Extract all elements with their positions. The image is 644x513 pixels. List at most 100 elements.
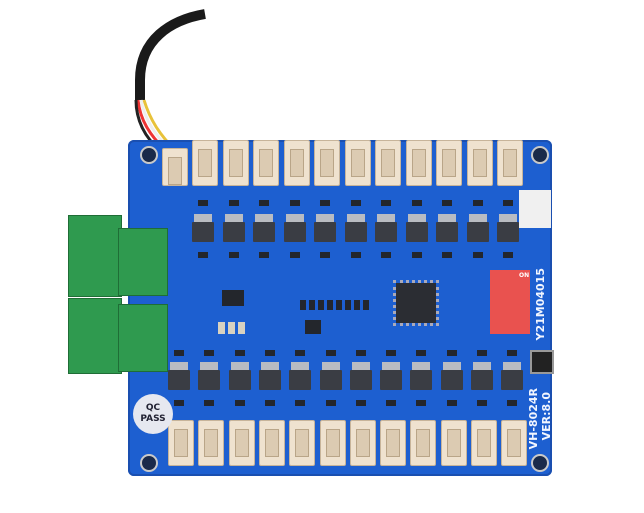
inductor: [305, 320, 321, 334]
qc-pass-sticker: QC PASS: [133, 394, 173, 434]
mosfet: [258, 370, 281, 390]
mosfet: [375, 222, 397, 242]
smd-component: [234, 350, 245, 356]
smd-component: [472, 252, 483, 258]
mosfet: [253, 222, 275, 242]
top-connector: [162, 148, 188, 186]
resistor: [354, 300, 360, 310]
bottom-connector: [410, 420, 437, 466]
mosfet-tab: [170, 362, 188, 370]
mosfet-tab: [438, 214, 456, 222]
mosfet-tab: [316, 214, 334, 222]
bottom-connector: [228, 420, 255, 466]
smd-component: [442, 252, 452, 258]
smd-component: [477, 400, 487, 406]
push-button[interactable]: [530, 350, 554, 374]
top-connector: [436, 140, 462, 186]
qr-label: [519, 190, 551, 228]
smd-component: [289, 252, 300, 258]
mosfet: [319, 370, 342, 390]
smd-component: [477, 350, 487, 356]
smd-component: [507, 400, 518, 406]
ic: [222, 290, 244, 306]
mosfet-tab: [407, 214, 426, 222]
model-label: VH-8024R: [527, 388, 540, 450]
mount-hole: [531, 454, 549, 472]
top-connector: [314, 140, 340, 186]
top-connector: [283, 140, 310, 186]
mosfet: [349, 370, 372, 390]
bottom-connector: [168, 420, 194, 466]
mosfet-tab: [382, 362, 401, 370]
mosfet-tab: [260, 362, 279, 370]
mosfet: [405, 222, 428, 242]
mosfet: [198, 370, 221, 390]
mosfet-tab: [346, 214, 365, 222]
mosfet-tab: [499, 214, 517, 222]
smd-component: [507, 350, 518, 356]
bottom-connector: [349, 420, 376, 466]
mosfet: [501, 370, 524, 390]
smd-component: [503, 200, 513, 206]
dip-switch[interactable]: [490, 270, 530, 334]
smd-component: [289, 200, 300, 206]
mount-hole: [140, 454, 158, 472]
smd-component: [174, 350, 184, 356]
terminal-block-top: [68, 215, 122, 297]
resistor: [336, 300, 342, 310]
smd-component: [259, 252, 269, 258]
resistor: [309, 300, 315, 310]
smd-component: [320, 252, 330, 258]
terminal-block-bottom: [68, 298, 122, 374]
mosfet: [380, 370, 403, 390]
smd-component: [228, 200, 239, 206]
bottom-connector: [440, 420, 467, 466]
mosfet: [228, 370, 251, 390]
smd-component: [446, 400, 457, 406]
terminal-housing-top: [118, 228, 168, 296]
resistor: [318, 300, 324, 310]
smd-component: [264, 350, 275, 356]
resistor: [345, 300, 351, 310]
mount-hole: [531, 146, 549, 164]
mount-hole: [140, 146, 158, 164]
smd-component: [381, 252, 391, 258]
terminal-housing-bottom: [118, 304, 168, 372]
mosfet: [436, 222, 458, 242]
mosfet-tab: [255, 214, 273, 222]
mosfet: [344, 222, 367, 242]
mosfet-tab: [224, 214, 243, 222]
serial-label: Y21M04015: [534, 268, 547, 341]
mosfet: [497, 222, 519, 242]
version-label: VER:8.0: [540, 392, 553, 441]
bottom-connector: [258, 420, 285, 466]
resistor: [327, 300, 333, 310]
mosfet: [289, 370, 312, 390]
mosfet-tab: [412, 362, 431, 370]
smd-component: [204, 350, 215, 356]
smd-component: [386, 350, 397, 356]
smd-component: [204, 400, 215, 406]
smd-component: [325, 350, 336, 356]
mosfet-tab: [194, 214, 212, 222]
smd-component: [355, 400, 366, 406]
smd-component: [381, 200, 391, 206]
top-connector: [466, 140, 493, 186]
mosfet-tab: [200, 362, 219, 370]
smd-component: [355, 350, 366, 356]
mosfet: [222, 222, 245, 242]
bottom-connector: [380, 420, 407, 466]
capacitor: [238, 322, 245, 334]
qc-text: QC: [145, 403, 161, 413]
top-connector: [497, 140, 523, 186]
top-connector: [405, 140, 432, 186]
bottom-connector: [198, 420, 225, 466]
mosfet: [466, 222, 489, 242]
top-connector: [222, 140, 249, 186]
smd-component: [234, 400, 245, 406]
resistor: [363, 300, 369, 310]
bottom-connector: [319, 420, 346, 466]
resistor: [300, 300, 306, 310]
mosfet: [440, 370, 463, 390]
